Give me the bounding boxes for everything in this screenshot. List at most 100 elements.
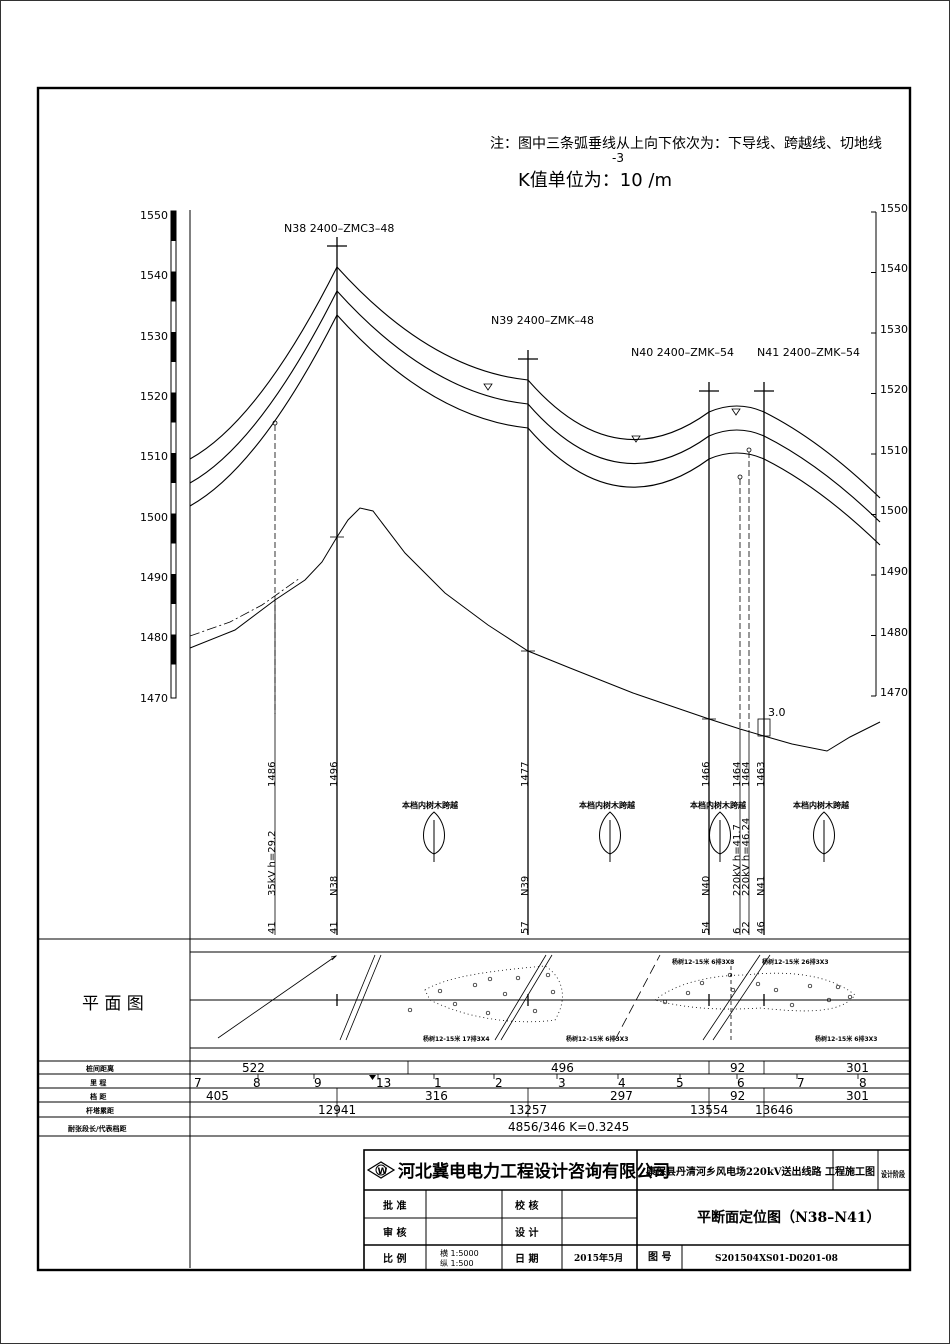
design-phase: 施工图 (845, 1165, 875, 1178)
pile-distance-cell: 522 (242, 1061, 265, 1075)
lower-conductor-curve (189, 266, 881, 499)
pile-distance-cell: 92 (730, 1061, 745, 1075)
note-exponent: -3 (612, 151, 624, 165)
ground-elev-label: 1477 (520, 762, 531, 787)
mileage-cell: 2 (495, 1076, 503, 1090)
span-cell: 405 (206, 1089, 229, 1103)
row-label-tension: 耐张段长/代表档距 (68, 1124, 127, 1133)
mileage-cell: 8 (859, 1076, 867, 1090)
ruler-block (171, 332, 176, 362)
tower-label-n39: N39 2400–ZMK–48 (491, 314, 594, 327)
ground-elev-label: 1464 (741, 762, 752, 787)
elev-tick-label: 1500 (880, 504, 908, 517)
angle-label: 54 (701, 921, 712, 934)
tower-name-label: N39 (520, 876, 531, 896)
inner-frame (36, 86, 912, 1272)
mileage-cell: 6 (737, 1076, 745, 1090)
project-name: 康保县丹清河乡风电场220kV送出线路 工程 (646, 1165, 845, 1178)
cumulative-cell: 13554 (690, 1103, 728, 1117)
mileage-cell: 9 (314, 1076, 322, 1090)
mileage-cell: 7 (194, 1076, 202, 1090)
section-lines (38, 938, 910, 1137)
crossing-desc: 35kV h=29.2 (267, 830, 278, 896)
elev-tick-label: 1490 (880, 565, 908, 578)
angle-label: 41 (329, 921, 340, 934)
tower-n38 (327, 237, 347, 935)
scale-horizontal: 横 1:5000 (440, 1248, 479, 1258)
ruler-block (171, 634, 176, 665)
angle-label: 6 (732, 928, 743, 934)
pile-distance-cell: 301 (846, 1061, 869, 1075)
span-cell: 92 (730, 1089, 745, 1103)
tree-note: 本档内树木跨越 (401, 800, 459, 810)
tree-note: 本档内树木跨越 (689, 800, 747, 810)
mileage-cell: 3 (558, 1076, 566, 1090)
date-label: 日 期 (515, 1252, 538, 1265)
mileage-cell: 4 (618, 1076, 626, 1090)
ruler-block (171, 574, 176, 604)
ground-elev-label: 1466 (701, 762, 712, 787)
tree-icon (813, 811, 835, 862)
cumulative-cell: 12941 (318, 1103, 356, 1117)
ground-elev-label: 1496 (329, 762, 340, 787)
elev-tick-label: 1490 (140, 571, 168, 584)
drawing-no-label: 图 号 (648, 1251, 671, 1263)
tree-note: 本档内树木跨越 (578, 800, 636, 810)
mileage-cell: 13 (376, 1076, 391, 1090)
row-label-cumulative: 杆塔累距 (86, 1106, 114, 1115)
drawing-number: S201504XS01-D0201-08 (715, 1254, 838, 1264)
elev-tick-label: 1480 (880, 626, 908, 639)
mileage-marker (369, 1075, 376, 1080)
tower-name-label: N41 (756, 876, 767, 896)
right-elevation-ruler (871, 211, 877, 697)
tree-dots (407, 972, 853, 1016)
plan-view: 平 面 图 (82, 954, 910, 1043)
angle-label: 22 (741, 921, 752, 934)
cumulative-cell: 13257 (509, 1103, 547, 1117)
ground-clearance-curve (189, 314, 881, 546)
tower-n41 (754, 382, 774, 935)
pile-distance-cell: 496 (551, 1061, 574, 1075)
plan-tree-note: 杨树12-15米 6排3X3 (566, 1035, 628, 1043)
crossing-desc: 220kV h=46.24 (741, 818, 752, 896)
design-label: 设 计 (515, 1226, 538, 1239)
angle-label: 41 (267, 921, 278, 934)
ruler-block (171, 453, 176, 483)
elev-tick-label: 1540 (880, 262, 908, 275)
tree-icon (423, 811, 445, 862)
elev-tick-label: 1530 (880, 323, 908, 336)
elev-tick-label: 1550 (140, 209, 168, 222)
tree-note: 本档内树木跨越 (792, 800, 850, 810)
plan-tree-note: 杨树12-15米 6排3X3 (672, 958, 734, 966)
ruler-block (171, 513, 176, 544)
k-unit-note: K值单位为：10 /m (518, 170, 672, 191)
mileage-cell: 5 (676, 1076, 684, 1090)
elev-tick-label: 1530 (140, 330, 168, 343)
elev-tick-label: 1470 (880, 686, 908, 699)
plan-tree-note: 杨树12-15米 17排3X4 (423, 1035, 490, 1043)
span-cell: 316 (425, 1089, 448, 1103)
review-label: 审 核 (383, 1226, 406, 1239)
row-label-pile-distance: 桩间距离 (86, 1064, 114, 1073)
ruler-block (171, 271, 176, 302)
mileage-cell: 1 (434, 1076, 442, 1090)
check-label: 校 核 (515, 1199, 538, 1212)
plan-tree-note: 杨树12-15米 26排3X3 (762, 958, 829, 966)
low-point-markers (483, 383, 741, 443)
ground-elev-label: 1464 (732, 762, 743, 787)
elev-tick-label: 1550 (880, 202, 908, 215)
sag-curves (189, 266, 881, 546)
scale-vertical: 纵 1:500 (440, 1259, 474, 1268)
elev-tick-label: 1510 (880, 444, 908, 457)
span-cell: 301 (846, 1089, 869, 1103)
right-tick-labels: 1550 1540 1530 1520 1510 1500 1490 1480 … (880, 202, 908, 699)
tower-label-n40: N40 2400–ZMK–54 (631, 346, 734, 359)
box-label: 3.0 (768, 706, 786, 719)
vertical-labels: 1486 35kV h=29.2 41 1496 N38 41 1477 N39… (267, 762, 767, 934)
plan-tree-note: 杨树12-15米 6排3X3 (815, 1035, 877, 1043)
ground-profile (189, 507, 881, 752)
angle-label: 57 (520, 921, 531, 934)
left-tick-labels: 1550 1540 1530 1520 1510 1500 1490 1480 … (140, 209, 168, 705)
company-logo: W (366, 1161, 396, 1179)
